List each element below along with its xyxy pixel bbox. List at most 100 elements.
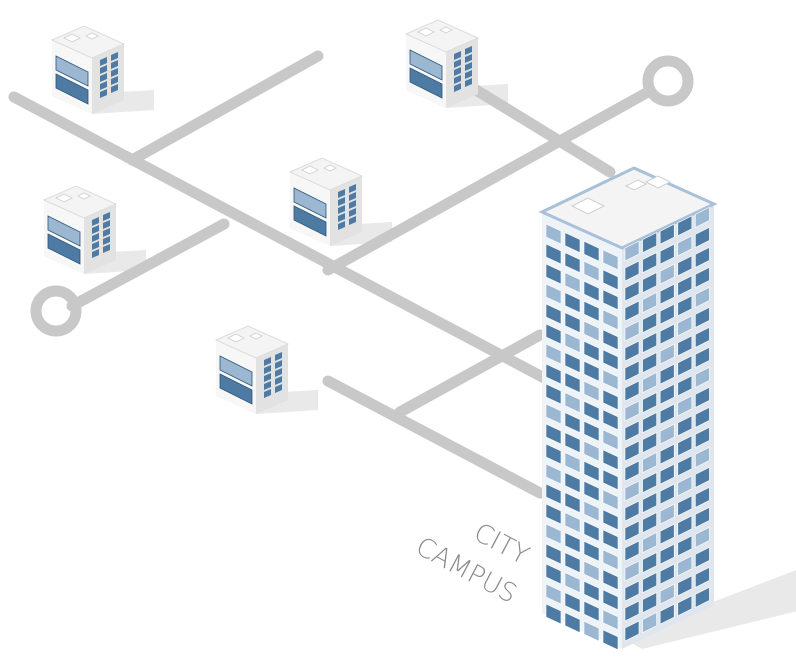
tower-window bbox=[545, 603, 562, 625]
tower-window bbox=[677, 515, 693, 537]
tower-window bbox=[642, 332, 657, 354]
side-window bbox=[103, 212, 110, 221]
tower-window bbox=[677, 375, 693, 397]
tower-window bbox=[602, 449, 619, 471]
tower-window bbox=[624, 300, 640, 322]
building-roof bbox=[404, 19, 480, 53]
roof-unit bbox=[55, 193, 73, 203]
tower-window bbox=[695, 286, 710, 308]
tower-window bbox=[642, 312, 657, 334]
tower-window bbox=[564, 232, 581, 254]
side-window bbox=[465, 46, 472, 55]
tower-window bbox=[677, 535, 693, 557]
window-band bbox=[47, 233, 81, 265]
tower-window bbox=[545, 243, 562, 265]
road-segment bbox=[322, 375, 546, 499]
side-window bbox=[338, 197, 345, 206]
tower-window bbox=[602, 609, 619, 631]
tower-window bbox=[583, 380, 600, 402]
roundabout-top-right bbox=[642, 55, 694, 107]
tower-window bbox=[624, 480, 640, 502]
tower-window bbox=[564, 492, 581, 514]
tower-window bbox=[583, 620, 600, 642]
tower-window bbox=[583, 480, 600, 502]
tower-window bbox=[624, 400, 640, 422]
tower-window bbox=[642, 512, 657, 534]
tower-window bbox=[624, 580, 640, 602]
tower-window bbox=[695, 206, 710, 228]
side-window bbox=[338, 213, 345, 222]
side-window bbox=[100, 89, 107, 98]
tower-window bbox=[677, 275, 693, 297]
roundabout-left bbox=[30, 285, 82, 337]
tower-window bbox=[659, 523, 675, 545]
tower-window bbox=[583, 600, 600, 622]
tower-window bbox=[695, 586, 710, 608]
window-band bbox=[219, 355, 253, 387]
tower-window bbox=[695, 506, 710, 528]
tower-window bbox=[545, 363, 562, 385]
tower-window bbox=[545, 323, 562, 345]
side-window bbox=[264, 381, 271, 390]
tower-window bbox=[624, 440, 640, 462]
window-band bbox=[47, 215, 81, 247]
side-window bbox=[465, 70, 472, 79]
tower-window bbox=[659, 443, 675, 465]
side-window bbox=[454, 67, 461, 76]
tower-window bbox=[677, 435, 693, 457]
roof-unit bbox=[77, 192, 91, 200]
tower-window bbox=[659, 223, 675, 245]
tower-window bbox=[695, 406, 710, 428]
tower-window bbox=[695, 546, 710, 568]
tower-window bbox=[695, 486, 710, 508]
tower-window bbox=[695, 566, 710, 588]
side-window bbox=[349, 216, 356, 225]
side-window bbox=[465, 62, 472, 71]
tower-roof bbox=[538, 166, 718, 250]
road-segment bbox=[394, 329, 546, 418]
tower-window bbox=[677, 215, 693, 237]
side-window bbox=[275, 376, 282, 385]
tower-window bbox=[642, 252, 657, 274]
tower-window bbox=[659, 263, 675, 285]
side-window bbox=[465, 78, 472, 87]
tower-roof-unit bbox=[570, 197, 606, 215]
tower-window bbox=[545, 303, 562, 325]
tower-window bbox=[677, 235, 693, 257]
tower-window bbox=[677, 455, 693, 477]
tower-window bbox=[583, 520, 600, 542]
tower-window bbox=[545, 563, 562, 585]
side-window bbox=[103, 244, 110, 253]
tower-window bbox=[564, 532, 581, 554]
tower-window bbox=[695, 346, 710, 368]
side-window bbox=[92, 233, 99, 242]
side-window bbox=[338, 221, 345, 230]
tower-window bbox=[659, 423, 675, 445]
side-window bbox=[454, 75, 461, 84]
tower-window bbox=[695, 246, 710, 268]
tower-window bbox=[602, 429, 619, 451]
tower-window bbox=[642, 552, 657, 574]
tower-window bbox=[695, 446, 710, 468]
building-center bbox=[288, 157, 364, 246]
tower-window bbox=[659, 303, 675, 325]
side-window bbox=[349, 200, 356, 209]
building-roof bbox=[50, 25, 126, 59]
side-window bbox=[264, 373, 271, 382]
tower-window bbox=[583, 240, 600, 262]
side-window bbox=[100, 57, 107, 66]
tower-window bbox=[642, 272, 657, 294]
tower-window bbox=[677, 555, 693, 577]
roof-unit bbox=[63, 33, 81, 43]
tower-window bbox=[659, 463, 675, 485]
tower-window bbox=[564, 452, 581, 474]
tower-window bbox=[695, 466, 710, 488]
tower-window bbox=[659, 503, 675, 525]
side-window bbox=[275, 384, 282, 393]
side-window bbox=[111, 68, 118, 77]
tower-window bbox=[695, 526, 710, 548]
tower-window bbox=[602, 549, 619, 571]
tower-window bbox=[677, 295, 693, 317]
tower-window bbox=[695, 266, 710, 288]
